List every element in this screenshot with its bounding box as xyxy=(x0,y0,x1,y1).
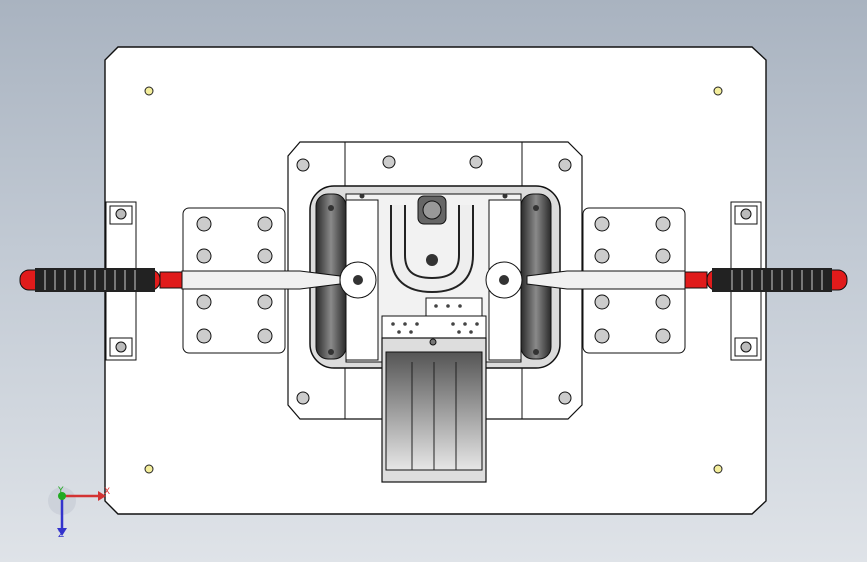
discharge-chute[interactable] xyxy=(381,337,487,483)
right-toggle-clamp[interactable] xyxy=(485,261,848,299)
z-axis-label: Z xyxy=(58,530,65,540)
y-axis-label: Y xyxy=(58,486,64,496)
left-toggle-clamp[interactable] xyxy=(19,261,377,299)
x-axis-label: X xyxy=(104,487,111,497)
plate-corner-markers xyxy=(144,86,723,474)
perforated-insert xyxy=(381,297,487,339)
u-shaped-hose xyxy=(390,195,474,294)
coordinate-triad xyxy=(48,487,106,536)
pocket-screws xyxy=(328,193,539,355)
